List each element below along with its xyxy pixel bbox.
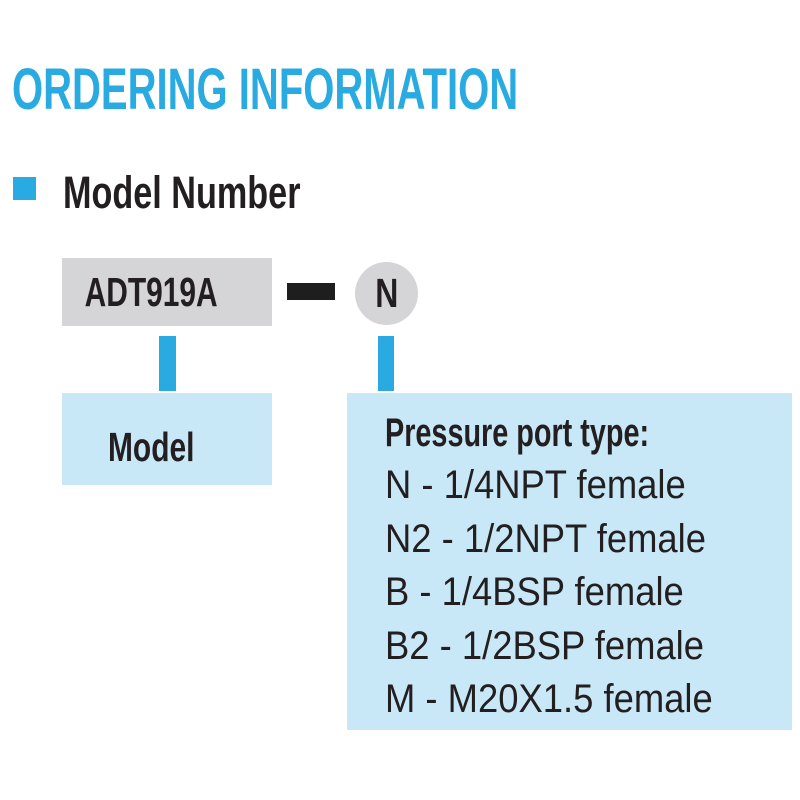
port-legend-header: Pressure port type: — [385, 407, 792, 459]
connector-line-model — [159, 336, 176, 391]
model-label-text: Model — [107, 423, 195, 470]
section-heading-text: Model Number — [63, 167, 301, 218]
port-option-n: N - 1/4NPT female — [385, 463, 686, 507]
port-legend-items: N - 1/4NPT female N2 - 1/2NPT female B -… — [385, 459, 792, 727]
port-option-b2: B2 - 1/2BSP female — [385, 623, 705, 668]
port-option-n2: N2 - 1/2NPT female — [385, 516, 706, 561]
port-legend-header-text: Pressure port type: — [385, 411, 650, 455]
connector-line-port — [378, 336, 394, 391]
section-heading: Model Number — [63, 170, 376, 215]
port-option-b: B - 1/4BSP female — [385, 570, 684, 614]
model-label-box: Model — [62, 393, 272, 485]
page-title: ORDERING INFORMATION — [12, 61, 746, 119]
port-code-text: N — [374, 270, 399, 316]
section-bullet-icon — [13, 177, 36, 200]
port-code-circle: N — [355, 262, 418, 325]
model-code-text: ADT919A — [84, 268, 218, 315]
port-type-legend-box: Pressure port type: N - 1/4NPT female N2… — [347, 393, 792, 730]
dash-connector — [287, 283, 335, 300]
model-code-box: ADT919A — [62, 258, 272, 326]
page-title-text: ORDERING INFORMATION — [12, 57, 519, 122]
port-option-m: M - M20X1.5 female — [385, 677, 713, 721]
